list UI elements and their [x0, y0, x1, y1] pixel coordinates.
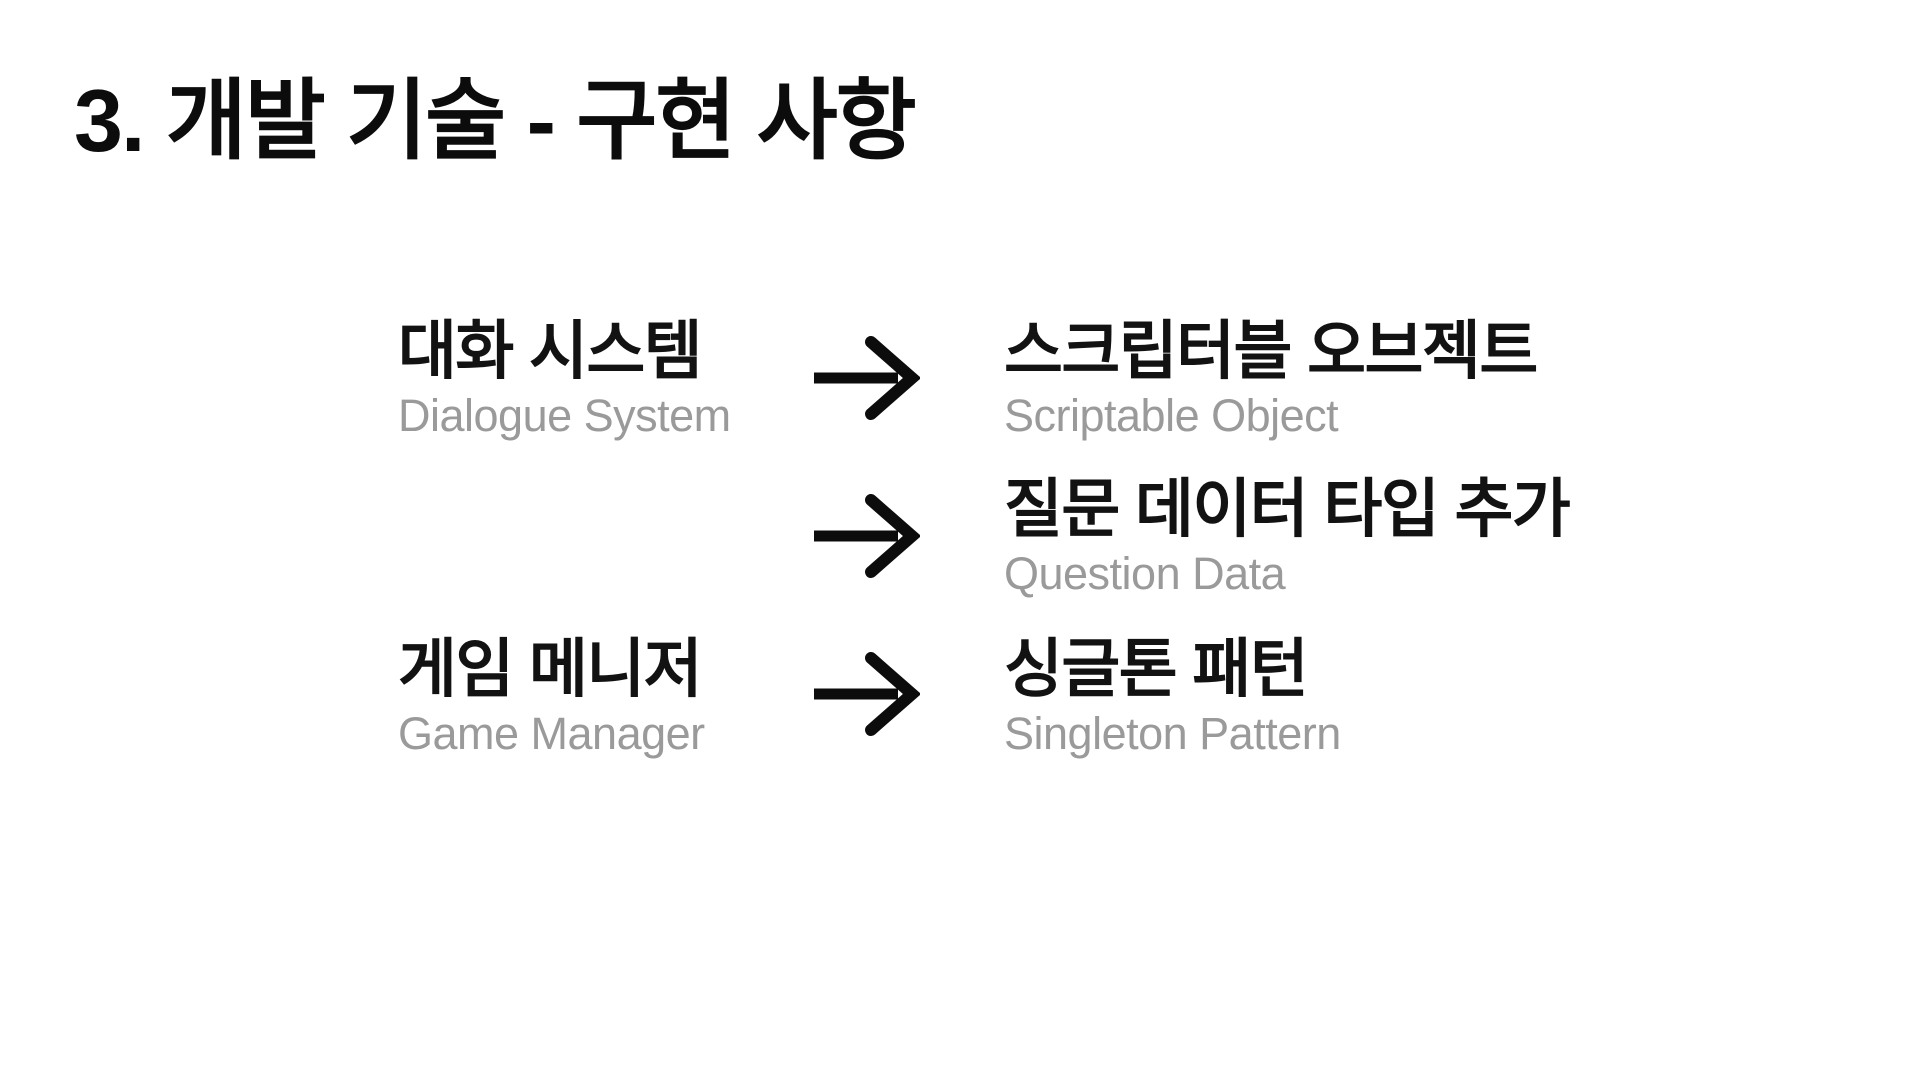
target-label-ko: 질문 데이터 타입 추가 — [1004, 473, 1571, 545]
right-arrow-icon — [812, 336, 922, 422]
source-label-en: Game Manager — [398, 707, 705, 759]
target-label-ko: 싱글톤 패턴 — [1004, 633, 1309, 705]
source-label-en: Dialogue System — [398, 389, 731, 441]
target-label-en: Question Data — [1004, 547, 1286, 599]
page-title: 3. 개발 기술 - 구현 사항 — [74, 71, 917, 170]
right-arrow-icon — [812, 652, 922, 738]
target-label-en: Singleton Pattern — [1004, 707, 1341, 759]
mapping-row-2-target: 질문 데이터 타입 추가 Question Data — [1004, 473, 1571, 599]
mapping-row-3-target: 싱글톤 패턴 Singleton Pattern — [1004, 633, 1341, 759]
target-label-en: Scriptable Object — [1004, 389, 1339, 441]
source-label-ko: 대화 시스템 — [398, 315, 703, 387]
mapping-row-1-target: 스크립터블 오브젝트 Scriptable Object — [1004, 315, 1538, 441]
mapping-row-3-source: 게임 메니저 Game Manager — [398, 633, 705, 759]
right-arrow-icon — [812, 494, 922, 580]
source-label-ko: 게임 메니저 — [398, 633, 703, 705]
target-label-ko: 스크립터블 오브젝트 — [1004, 315, 1538, 387]
mapping-row-1-source: 대화 시스템 Dialogue System — [398, 315, 731, 441]
